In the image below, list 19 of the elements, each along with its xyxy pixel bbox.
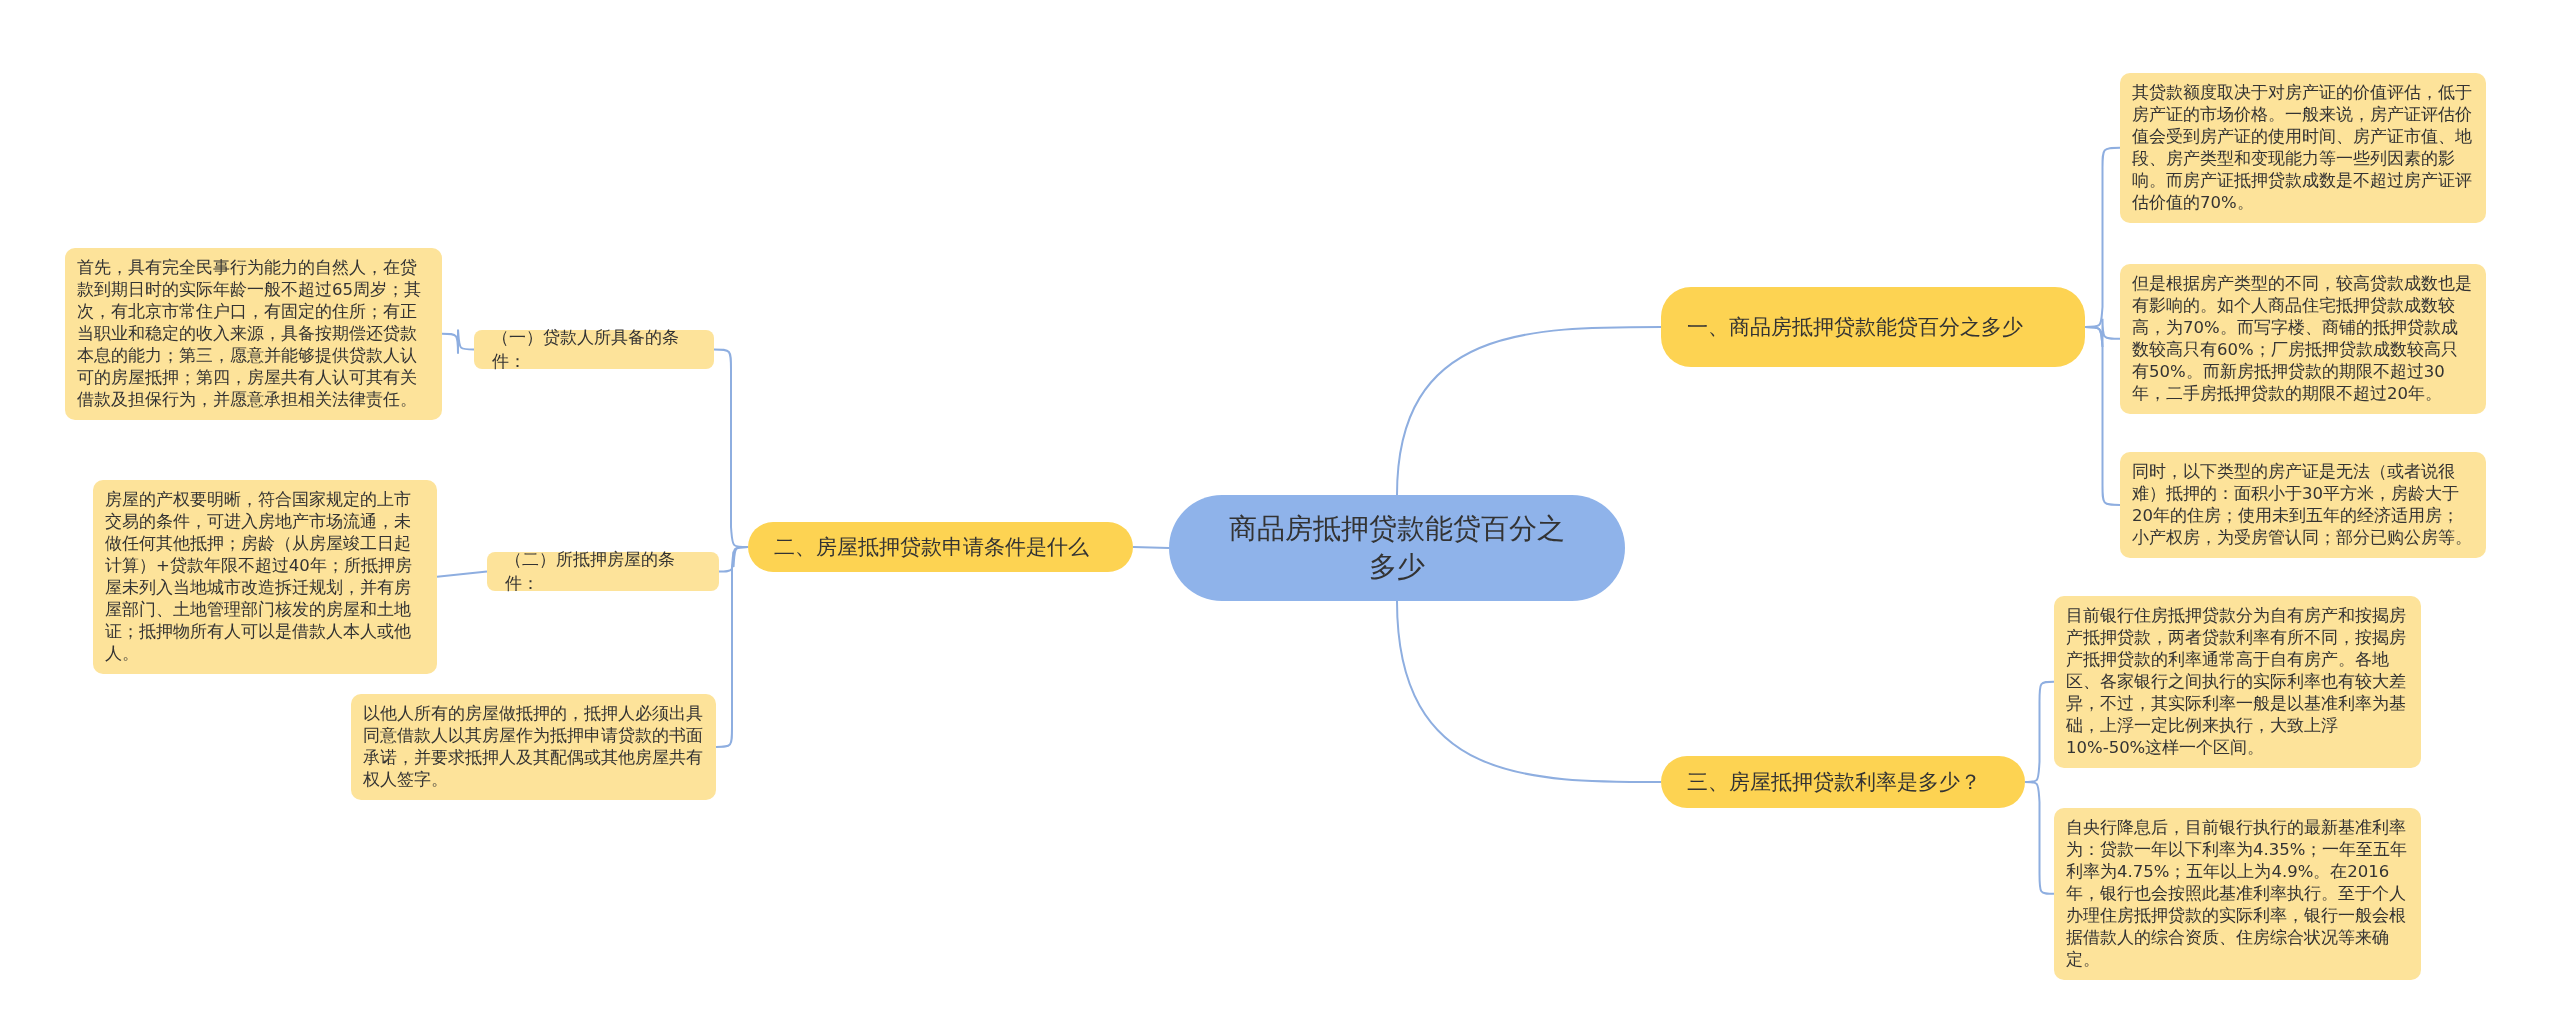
text-box: 但是根据房产类型的不同，较高贷款成数也是有影响的。如个人商品住宅抵押贷款成数较高，为70%。而写字楼、商铺的抵押贷款成数较高只有60%；厂房抵押贷款成数较高只有50%。而新房抵押贷款的期限不超过30年，二手房抵押贷款的期限不超过20年。: [2120, 264, 2486, 414]
connector: [1396, 326, 1662, 496]
topic-box: 一、商品房抵押贷款能贷百分之多少: [1661, 287, 2085, 367]
topic-box: 三、房屋抵押贷款利率是多少？: [1661, 756, 2025, 808]
connector: [1396, 600, 1662, 783]
subtopic-box: （二）所抵押房屋的条件：: [487, 552, 719, 591]
text-box: 同时，以下类型的房产证是无法（或者说很难）抵押的：面积小于30平方米，房龄大于20年的住房；使用未到五年的经济适用房；小产权房，为受房管认同；部分已购公房等。: [2120, 452, 2486, 558]
central-topic: 商品房抵押贷款能贷百分之多少: [1169, 495, 1625, 601]
text-box: 房屋的产权要明晰，符合国家规定的上市交易的条件，可进入房地产市场流通，未做任何其他抵押；房龄（从房屋竣工日起计算）+贷款年限不超过40年；所抵押房屋未列入当地城市改造拆迁规划，并有房屋部门、土地管理部门核发的房屋和土地证；抵押物所有人可以是借款人本人或他人。: [93, 480, 437, 674]
text-box: 目前银行住房抵押贷款分为自有房产和按揭房产抵押贷款，两者贷款利率有所不同，按揭房产抵押贷款的利率通常高于自有房产。各地区、各家银行之间执行的实际利率也有较大差异，不过，其实际利率一般是以基准利率为基础，上浮一定比例来执行，大致上浮10%-50%这样一个区间。: [2054, 596, 2421, 768]
connector: [436, 570, 488, 578]
text-box: 首先，具有完全民事行为能力的自然人，在贷款到期日时的实际年龄一般不超过65周岁；其次，有北京市常住户口，有固定的住所；有正当职业和稳定的收入来源，具备按期偿还贷款本息的能力；第三，愿意并能够提供贷款人认可的房屋抵押；第四，房屋共有人认可其有关借款及担保行为，并愿意承担相关法律责任。: [65, 248, 442, 420]
text-box: 自央行降息后，目前银行执行的最新基准利率为：贷款一年以下利率为4.35%；一年至五年利率为4.75%；五年以上为4.9%。在2016年，银行也会按照此基准利率执行。至于个人办理住房抵押贷款的实际利率，银行一般会根据借款人的综合资质、住房综合状况等来确定。: [2054, 808, 2421, 980]
subtopic-box: （一）贷款人所具备的条件：: [474, 330, 714, 369]
topic-box: 二、房屋抵押贷款申请条件是什么: [748, 522, 1133, 572]
text-box: 以他人所有的房屋做抵押的，抵押人必须出具同意借款人以其房屋作为抵押申请贷款的书面承诺，并要求抵押人及其配偶或其他房屋共有权人签字。: [351, 694, 716, 800]
connector: [1132, 546, 1170, 549]
text-box: 其贷款额度取决于对房产证的价值评估，低于房产证的市场价格。一般来说，房产证评估价值会受到房产证的使用时间、房产证市值、地段、房产类型和变现能力等一些列因素的影响。而房产证抵押贷款成数是不超过房产证评估价值的70%。: [2120, 73, 2486, 223]
connector: [441, 328, 475, 355]
